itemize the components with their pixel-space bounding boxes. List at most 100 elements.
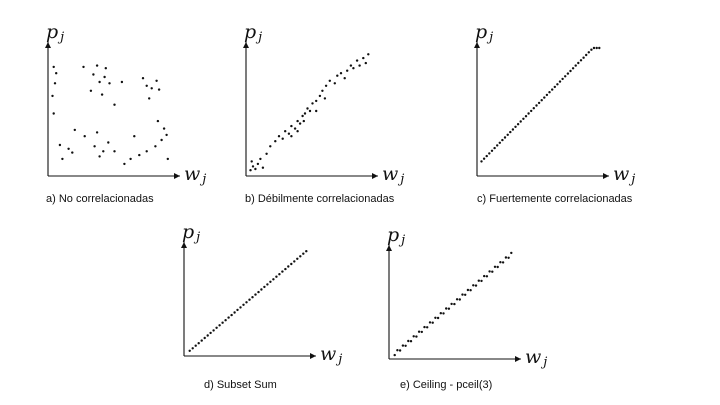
y-axis-arrow-icon [474, 42, 480, 48]
data-point [367, 53, 370, 56]
data-point [543, 96, 546, 99]
data-point [398, 349, 402, 352]
data-point [522, 117, 525, 121]
data-point [510, 251, 513, 255]
data-point [336, 74, 339, 77]
data-point [483, 274, 486, 278]
data-point [503, 136, 507, 139]
data-point [504, 256, 508, 259]
data-point [485, 275, 489, 278]
data-point [102, 150, 105, 153]
data-point [579, 59, 583, 62]
data-point [423, 325, 426, 329]
caption-d: d) Subset Sum [204, 379, 277, 391]
data-point [224, 319, 227, 322]
data-point [277, 135, 281, 138]
data-point [55, 72, 58, 75]
data-point [480, 279, 483, 283]
data-point [71, 151, 74, 154]
data-point [420, 330, 423, 334]
data-point [52, 112, 55, 115]
x-axis-arrow-icon [603, 173, 609, 179]
data-point [506, 133, 509, 136]
data-point [257, 290, 260, 294]
data-point [248, 298, 251, 301]
data-point [328, 79, 331, 82]
data-point [302, 252, 305, 255]
data-point [250, 160, 253, 163]
data-point [482, 157, 486, 160]
data-point [409, 340, 413, 343]
data-point [556, 83, 559, 86]
data-point [493, 265, 497, 268]
data-point [480, 160, 483, 163]
data-point [590, 48, 593, 51]
data-point [333, 82, 336, 85]
data-point [290, 124, 293, 128]
data-point [259, 157, 262, 161]
data-point [107, 141, 110, 144]
x-axis-arrow-icon [515, 356, 521, 362]
data-point [269, 145, 272, 148]
caption-c: c) Fuertemente correlacionadas [477, 193, 633, 205]
data-point [296, 130, 299, 133]
data-point [89, 89, 93, 93]
data-point [58, 143, 62, 147]
data-point [227, 316, 230, 319]
data-point [301, 114, 304, 118]
data-point [212, 329, 215, 332]
data-point [530, 109, 533, 113]
data-point [221, 321, 224, 324]
data-point [263, 285, 266, 289]
data-point [148, 97, 151, 100]
x-axis-arrow-icon [310, 353, 316, 359]
data-point [509, 130, 512, 134]
data-point [197, 342, 200, 345]
data-point [453, 302, 456, 306]
data-point [447, 307, 451, 310]
data-point [305, 250, 308, 253]
data-point [299, 255, 302, 258]
data-point [141, 77, 145, 80]
data-point [261, 166, 265, 169]
data-point [138, 153, 141, 157]
data-point [296, 257, 299, 260]
data-point [108, 82, 111, 85]
data-point [496, 265, 499, 269]
data-point [306, 107, 309, 110]
data-point [160, 138, 163, 142]
x-axis-arrow-icon [372, 173, 378, 179]
y-axis-arrow-icon [243, 42, 249, 48]
data-point [358, 64, 361, 67]
data-point [284, 267, 287, 271]
data-point [362, 56, 365, 60]
data-point [592, 46, 596, 50]
data-point [537, 101, 541, 105]
data-point [272, 278, 275, 281]
data-point [318, 94, 322, 98]
data-point [290, 262, 293, 266]
data-point [431, 321, 434, 324]
data-point [585, 53, 588, 57]
data-point [83, 135, 86, 138]
data-point [315, 99, 318, 103]
data-point [442, 312, 445, 315]
data-point [82, 65, 85, 69]
data-point [113, 103, 116, 106]
data-point [501, 138, 504, 142]
data-point [218, 324, 221, 327]
data-point [281, 137, 284, 140]
data-point [417, 330, 421, 333]
data-point [145, 150, 148, 153]
data-point [401, 344, 405, 347]
